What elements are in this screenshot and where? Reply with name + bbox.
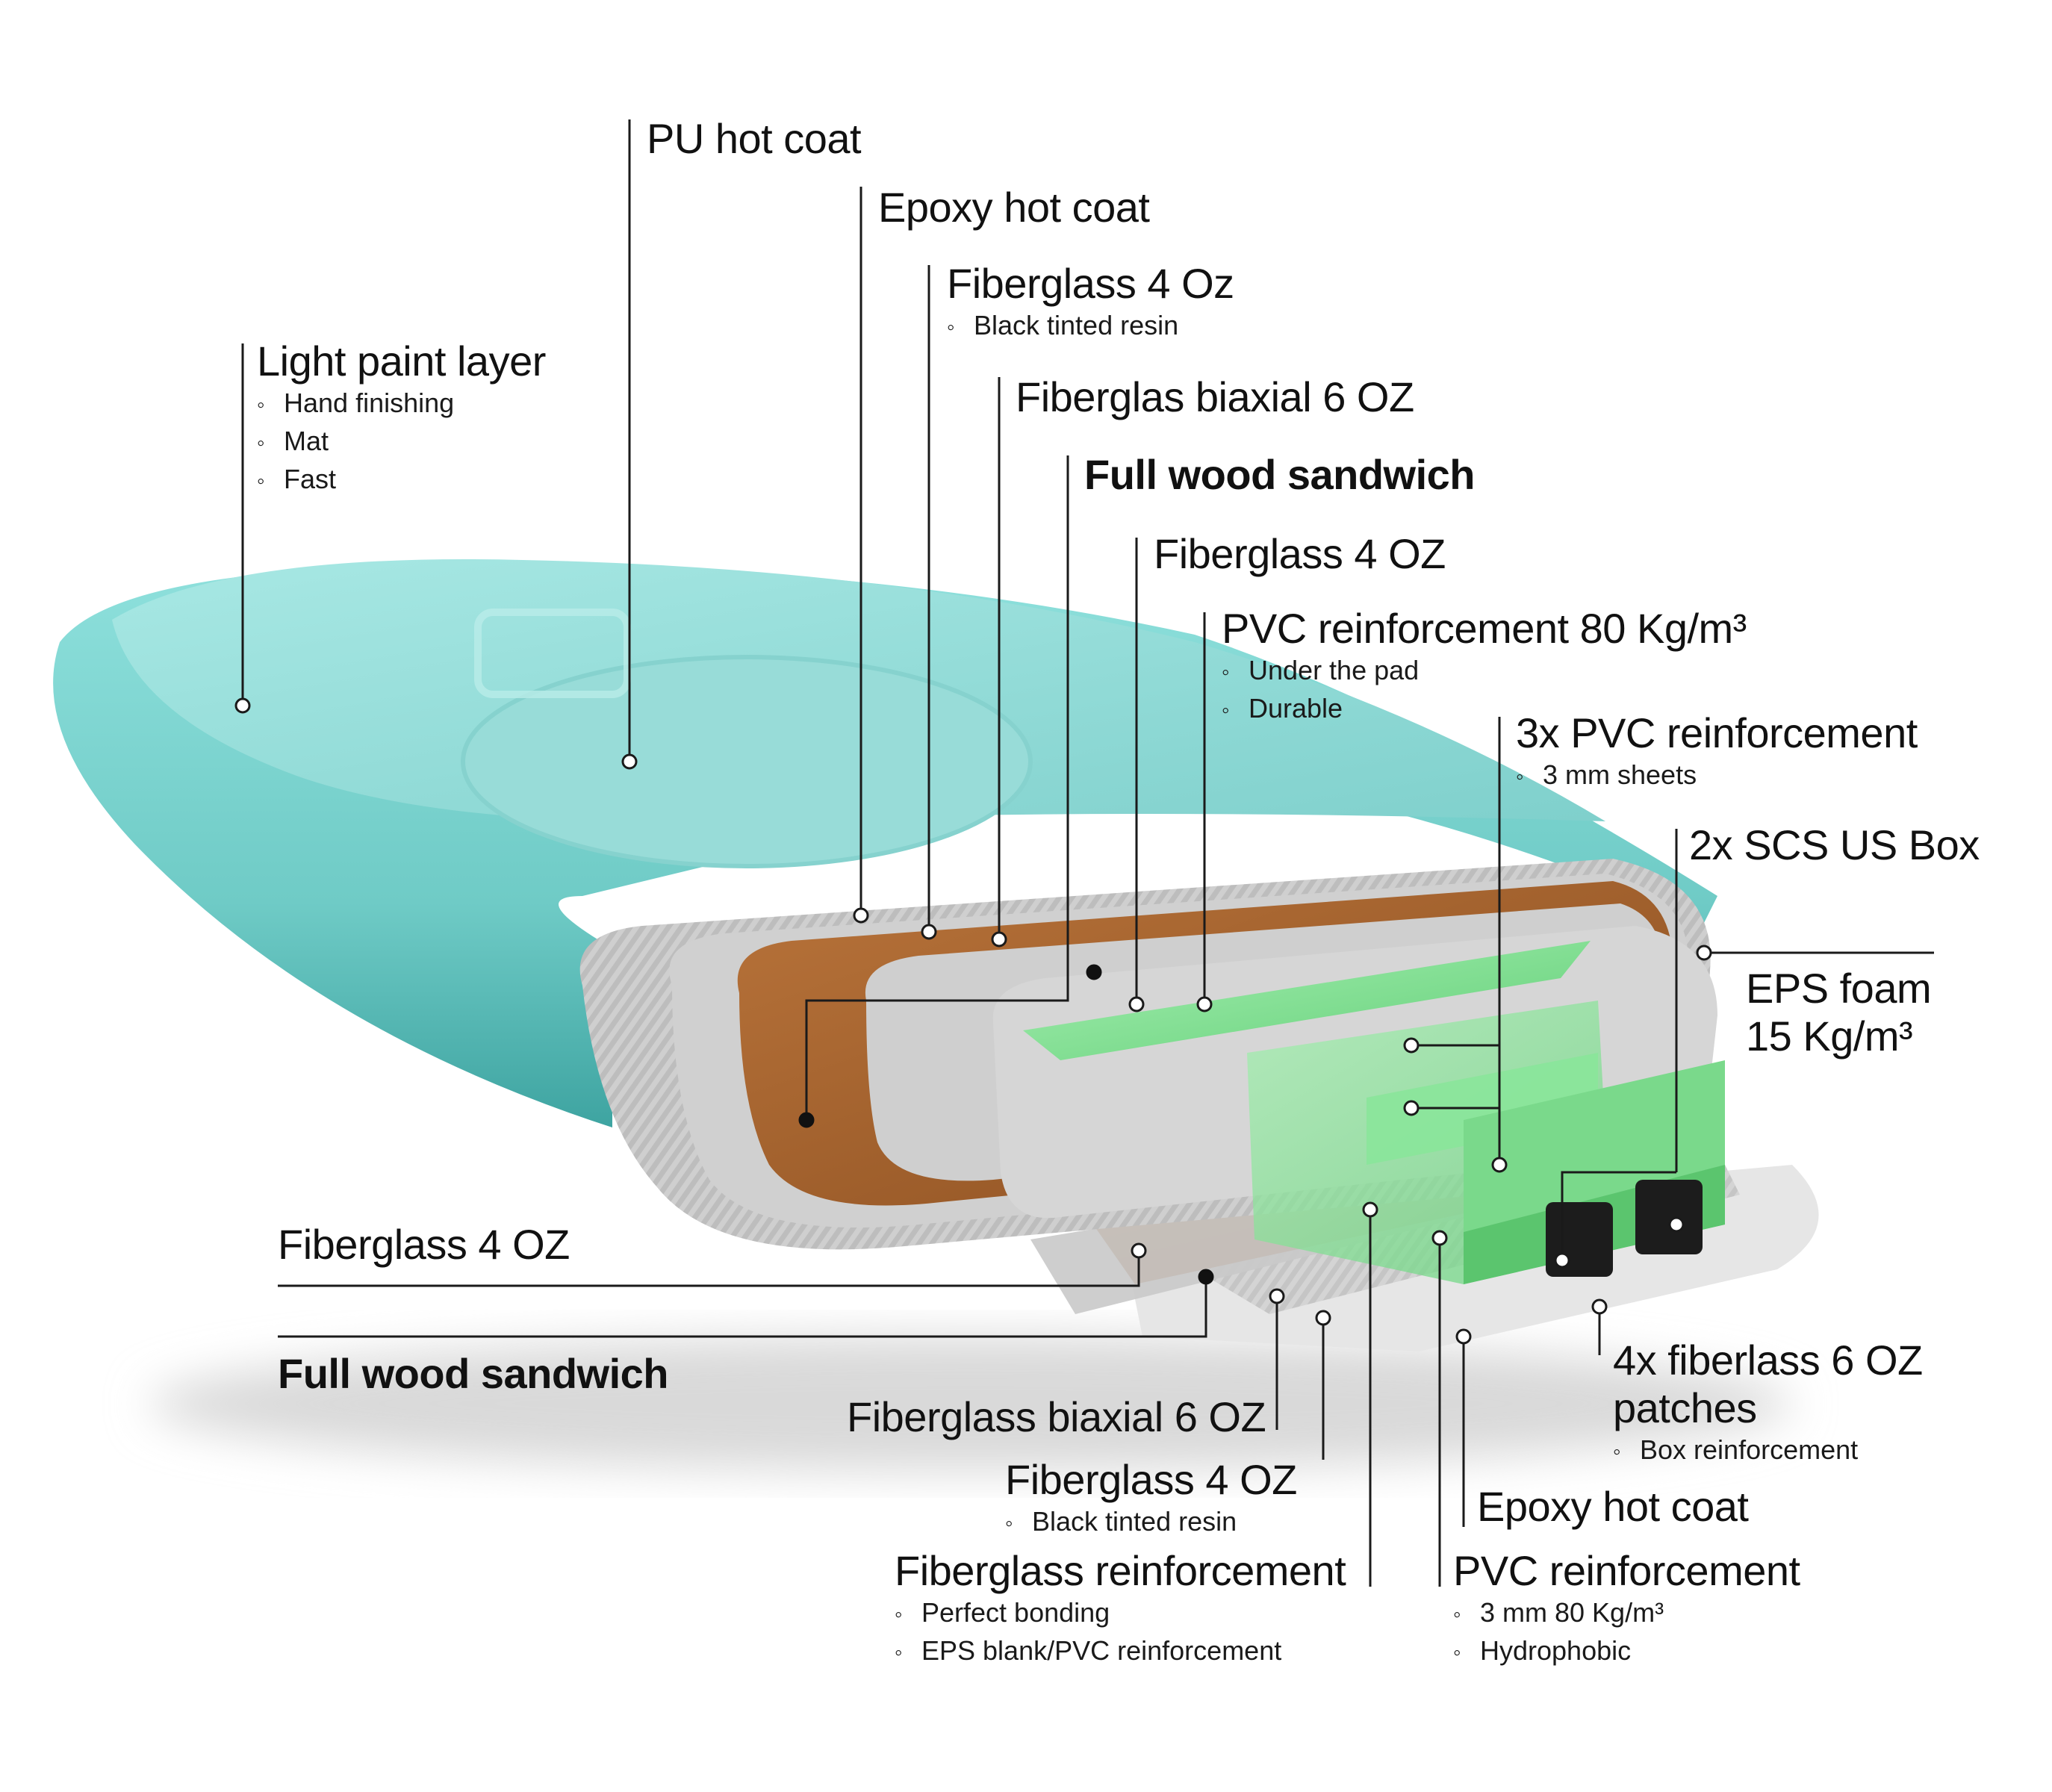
- label-light-paint-layer: Light paint layer Hand finishing Mat Fas…: [257, 337, 546, 500]
- cross-section: [579, 859, 1725, 1284]
- label-title: PVC reinforcement 80 Kg/m³: [1222, 605, 1747, 652]
- label-title: Full wood sandwich: [278, 1350, 669, 1397]
- label-title: Epoxy hot coat: [878, 184, 1150, 231]
- pvc-top-strip: [1023, 941, 1591, 1060]
- label-title: Light paint layer: [257, 337, 546, 385]
- label-full-wood-sandwich-bottom: Full wood sandwich: [278, 1350, 669, 1398]
- label-title: Fiberglas biaxial 6 OZ: [1016, 373, 1414, 420]
- label-title: Fiberglass biaxial 6 OZ: [847, 1393, 1266, 1440]
- label-title: EPS foam: [1746, 965, 1932, 1012]
- label-title: Fiberglass reinforcement: [895, 1547, 1346, 1594]
- label-title: Epoxy hot coat: [1477, 1483, 1749, 1530]
- label-bullet: Mat: [257, 423, 546, 461]
- label-title: 3x PVC reinforcement: [1516, 709, 1918, 756]
- label-eps-foam: EPS foam 15 Kg/m³: [1746, 965, 1932, 1060]
- label-fiberglass-biaxial-bottom: Fiberglass biaxial 6 OZ: [847, 1393, 1266, 1441]
- label-fiberglass-4oz-left: Fiberglass 4 OZ: [278, 1221, 570, 1269]
- label-bullet: Black tinted resin: [947, 308, 1234, 346]
- label-3x-pvc-reinforcement: 3x PVC reinforcement 3 mm sheets: [1516, 709, 1918, 795]
- board-shadow: [149, 1337, 1792, 1471]
- label-bullet: Box reinforcement: [1613, 1432, 1923, 1470]
- label-bullet: Durable: [1222, 691, 1747, 729]
- label-title: Fiberglass 4 OZ: [278, 1221, 570, 1268]
- label-bullet: EPS blank/PVC reinforcement: [895, 1633, 1346, 1671]
- label-title-line2: 15 Kg/m³: [1746, 1012, 1913, 1060]
- label-bullet: 3 mm 80 Kg/m³: [1453, 1595, 1800, 1633]
- label-bullet: Fast: [257, 461, 546, 500]
- label-pu-hot-coat: PU hot coat: [647, 115, 862, 163]
- callout-markers: [234, 697, 1712, 1345]
- label-title: Fiberglass 4 Oz: [947, 260, 1234, 307]
- label-fiberglass-4oz-bottom: Fiberglass 4 OZ Black tinted resin: [1005, 1456, 1297, 1542]
- label-bullet: 3 mm sheets: [1516, 757, 1918, 795]
- label-epoxy-hot-coat-bottom: Epoxy hot coat: [1477, 1483, 1749, 1531]
- label-bullet: Hand finishing: [257, 385, 546, 423]
- label-bullet: Black tinted resin: [1005, 1504, 1297, 1542]
- label-title-line2: patches: [1613, 1384, 1757, 1431]
- label-full-wood-sandwich-top: Full wood sandwich: [1084, 451, 1476, 499]
- label-title: 4x fiberlass 6 OZ: [1613, 1337, 1923, 1384]
- label-title: 2x SCS US Box: [1689, 821, 1980, 868]
- label-fiberlass-patches: 4x fiberlass 6 OZ patches Box reinforcem…: [1613, 1337, 1923, 1470]
- label-title: Full wood sandwich: [1084, 451, 1476, 498]
- label-bullet: Under the pad: [1222, 653, 1747, 691]
- label-fiberglass-reinforcement: Fiberglass reinforcement Perfect bonding…: [895, 1547, 1346, 1671]
- label-title: PU hot coat: [647, 115, 862, 162]
- scs-box-2: [1635, 1180, 1703, 1254]
- label-fiberglass-4oz-top: Fiberglass 4 Oz Black tinted resin: [947, 260, 1234, 346]
- label-fiberglass-4oz-mid: Fiberglass 4 OZ: [1154, 530, 1446, 578]
- label-bullet: Perfect bonding: [895, 1595, 1346, 1633]
- label-pvc-reinforcement-80: PVC reinforcement 80 Kg/m³ Under the pad…: [1222, 605, 1747, 729]
- label-title: Fiberglass 4 OZ: [1154, 530, 1446, 577]
- label-fiberglas-biaxial-top: Fiberglas biaxial 6 OZ: [1016, 373, 1414, 421]
- leader-lines: [241, 119, 1934, 1587]
- label-epoxy-hot-coat-top: Epoxy hot coat: [878, 184, 1150, 231]
- label-title: Fiberglass 4 OZ: [1005, 1456, 1297, 1503]
- label-title: PVC reinforcement: [1453, 1547, 1800, 1594]
- label-bullet: Hydrophobic: [1453, 1633, 1800, 1671]
- label-pvc-reinforcement-bottom: PVC reinforcement 3 mm 80 Kg/m³ Hydropho…: [1453, 1547, 1800, 1671]
- deck-pad: [461, 655, 1033, 868]
- scs-box-1: [1546, 1202, 1613, 1277]
- board-logo: [474, 609, 631, 698]
- label-scs-us-box: 2x SCS US Box: [1689, 821, 1980, 869]
